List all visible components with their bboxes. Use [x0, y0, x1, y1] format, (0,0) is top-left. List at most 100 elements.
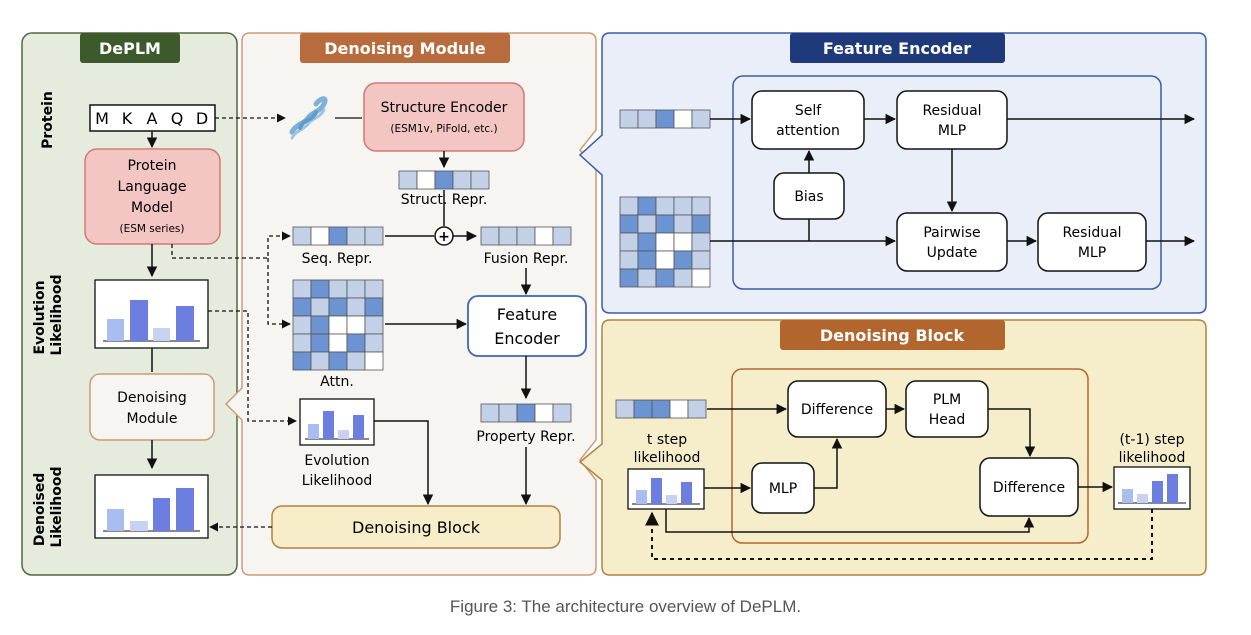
module-evolution-line: Evolution: [304, 453, 369, 469]
sequence-letter: M: [95, 109, 109, 128]
repr-cell: [619, 250, 639, 270]
repr-cell: [691, 268, 711, 288]
denoised-likelihood-label: Denoised Likelihood: [32, 467, 65, 548]
repr-cell: [364, 279, 384, 299]
repr-cell: [480, 226, 500, 246]
repr-cell: [346, 333, 366, 353]
feature-encoder-line: Feature: [497, 305, 557, 324]
repr-cell: [673, 109, 693, 129]
arrow: [374, 420, 434, 506]
arrow: [814, 437, 843, 489]
repr-cell: [691, 232, 711, 252]
arrow: [988, 408, 1036, 458]
seq-repr-label: Seq. Repr.: [302, 251, 373, 267]
bias-label: Bias: [794, 189, 823, 205]
dashed-arrow: [208, 310, 297, 426]
feature-encoder-box: Feature Encoder: [467, 295, 587, 357]
plm-line: Language: [117, 179, 186, 195]
repr-cell: [346, 226, 366, 246]
repr-cell: [364, 315, 384, 335]
denoised-likelihood-chart: [94, 474, 209, 539]
repr-cell: [651, 399, 671, 419]
structure-encoder-box: Structure Encoder (ESM1v, PiFold, etc.): [363, 82, 525, 152]
t1-step-chart: [1113, 466, 1191, 510]
plm-head-line: Head: [929, 412, 966, 428]
repr-cell: [346, 315, 366, 335]
residual-mlp-box: Residual MLP: [896, 90, 1008, 150]
repr-cell: [552, 403, 572, 423]
encoder-input-matrix: [619, 196, 711, 288]
bar: [153, 498, 170, 531]
sequence-letter: A: [147, 109, 158, 128]
repr-cell: [328, 279, 348, 299]
bar: [308, 424, 319, 439]
encoder-inner-frame: [732, 75, 1162, 290]
bar: [1137, 494, 1148, 503]
self-attention-line: Self: [795, 103, 822, 119]
repr-cell: [673, 250, 693, 270]
repr-cell: [637, 214, 657, 234]
repr-cell: [637, 232, 657, 252]
repr-cell: [619, 109, 639, 129]
repr-cell: [328, 315, 348, 335]
bar: [323, 411, 334, 439]
denoising-module-box: Denoising Module: [89, 373, 215, 441]
repr-cell: [470, 170, 490, 190]
repr-cell: [292, 279, 312, 299]
repr-cell: [534, 403, 554, 423]
repr-cell: [364, 297, 384, 317]
figure-caption: Figure 3: The architecture overview of D…: [449, 597, 802, 616]
plm-subtitle: (ESM series): [120, 223, 185, 235]
pairwise-update-line: Update: [927, 245, 978, 261]
repr-cell: [669, 399, 689, 419]
pairwise-update-line: Pairwise: [923, 225, 980, 241]
bar: [153, 328, 170, 341]
fusion-repr-vector: [480, 226, 572, 246]
arrow: [665, 509, 1035, 533]
repr-cell: [637, 250, 657, 270]
bar: [1122, 489, 1133, 503]
repr-cell: [655, 196, 675, 216]
repr-cell: [534, 226, 554, 246]
repr-cell: [552, 226, 572, 246]
repr-cell: [673, 214, 693, 234]
attn-label: Attn.: [320, 374, 354, 390]
bar: [338, 430, 349, 439]
repr-cell: [310, 279, 330, 299]
encoder-input-vector: [619, 109, 711, 129]
bar: [666, 495, 677, 504]
difference-2-label: Difference: [993, 480, 1065, 496]
sequence-letter: D: [196, 109, 208, 128]
plm-head-line: PLM: [933, 392, 961, 408]
evolution-likelihood-label: Evolution Likelihood: [32, 275, 65, 356]
bar: [176, 306, 194, 341]
repr-cell: [619, 268, 639, 288]
deplm-panel-title: DePLM: [99, 39, 161, 58]
protein-language-model-box: Protein Language Model (ESM series): [84, 148, 221, 245]
repr-cell: [292, 226, 312, 246]
dashed-loop-arrow: [645, 509, 1153, 560]
block-input-vector: [615, 399, 707, 419]
module-evolution-line: Likelihood: [302, 473, 373, 489]
repr-cell: [310, 333, 330, 353]
repr-cell: [691, 109, 711, 129]
repr-cell: [619, 232, 639, 252]
repr-cell: [328, 333, 348, 353]
sequence-letter: Q: [171, 109, 184, 128]
repr-cell: [619, 196, 639, 216]
repr-cell: [416, 170, 436, 190]
residual-mlp-2-line: MLP: [1078, 245, 1106, 261]
bar: [130, 521, 148, 531]
plm-head-box: PLM Head: [905, 380, 989, 438]
bar: [107, 319, 124, 341]
dashed-arrow: [171, 231, 291, 259]
repr-cell: [655, 214, 675, 234]
bar: [130, 300, 148, 341]
repr-cell: [328, 297, 348, 317]
protein-sequence-box: M K A Q D: [89, 104, 216, 132]
t-step-line: t step: [647, 432, 687, 448]
t-step-chart: [627, 468, 705, 510]
repr-cell: [292, 297, 312, 317]
repr-cell: [687, 399, 707, 419]
repr-cell: [637, 109, 657, 129]
